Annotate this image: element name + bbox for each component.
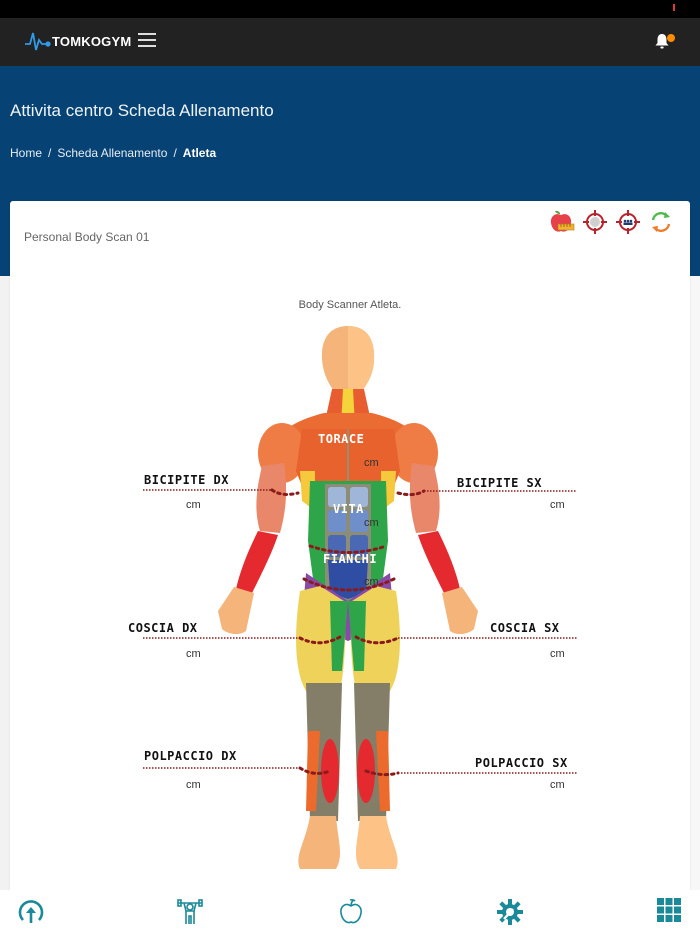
top-navbar: TOMKOGYM (0, 18, 700, 66)
body-scan-card: Personal Body Scan 01 (10, 201, 690, 901)
polpaccio-sx-label: POLPACCIO SX (475, 756, 568, 770)
torace-label: TORACE (318, 432, 365, 446)
coscia-dx-value[interactable]: cm (186, 648, 201, 660)
breadcrumb-atleta: Atleta (182, 146, 217, 160)
nav-progress[interactable] (17, 898, 45, 926)
card-title: Personal Body Scan 01 (24, 230, 150, 244)
settings-wrench-gear-icon (497, 899, 523, 925)
weightlifter-icon (177, 899, 203, 924)
refresh-icon (651, 212, 671, 232)
hamburger-menu-icon[interactable] (138, 33, 156, 49)
refresh-button[interactable] (648, 209, 674, 235)
torace-value[interactable]: cm (364, 457, 379, 469)
fingerprint-target-button[interactable] (582, 209, 608, 235)
body-scanner-label: Body Scanner Atleta. (298, 299, 402, 311)
breadcrumb: Home / Scheda Allenamento / Atleta (10, 146, 216, 160)
group-target-icon (616, 210, 640, 234)
nav-settings[interactable] (496, 898, 524, 926)
app-logo[interactable]: TOMKOGYM (25, 30, 131, 52)
nav-workout[interactable] (176, 898, 204, 926)
card-toolbar (549, 209, 674, 235)
nutrition-measure-button[interactable] (549, 209, 575, 235)
page-gutter-right (690, 276, 700, 890)
fianchi-label: FIANCHI (323, 552, 378, 566)
body-muscle-diagram (143, 326, 577, 869)
bicipite-dx-value[interactable]: cm (186, 499, 201, 511)
breadcrumb-home[interactable]: Home (10, 146, 43, 160)
coscia-sx-value[interactable]: cm (550, 648, 565, 660)
bicipite-sx-label: BICIPITE SX (457, 476, 542, 490)
notifications-button[interactable] (654, 32, 675, 52)
app-name: TOMKOGYM (52, 33, 132, 49)
group-target-button[interactable] (615, 209, 641, 235)
apple-nutrition-icon (340, 898, 362, 924)
vita-label: VITA (333, 502, 364, 516)
polpaccio-sx-value[interactable]: cm (550, 779, 565, 791)
breadcrumb-separator: / (173, 146, 177, 160)
bottom-navigation (0, 890, 700, 934)
fianchi-value[interactable]: cm (364, 576, 379, 588)
heartbeat-pulse-icon (25, 32, 51, 51)
polpaccio-dx-value[interactable]: cm (186, 779, 201, 791)
nav-apps[interactable] (657, 898, 685, 926)
progress-gauge-icon (18, 900, 44, 923)
vita-value[interactable]: cm (364, 517, 379, 529)
nav-nutrition[interactable] (337, 898, 365, 926)
breadcrumb-separator: / (48, 146, 52, 160)
notification-badge (667, 34, 675, 42)
coscia-dx-label: COSCIA DX (128, 621, 198, 635)
bicipite-sx-value[interactable]: cm (550, 499, 565, 511)
nutrition-measure-icon (550, 210, 575, 232)
page-title: Attivita centro Scheda Allenamento (10, 101, 274, 120)
fingerprint-target-icon (583, 210, 607, 234)
page-gutter-left (0, 276, 10, 890)
grid-apps-icon (657, 898, 681, 922)
recording-indicator (673, 4, 675, 11)
bicipite-dx-label: BICIPITE DX (144, 473, 229, 487)
status-bar (0, 0, 700, 18)
bell-icon (655, 34, 669, 49)
polpaccio-dx-label: POLPACCIO DX (144, 749, 237, 763)
coscia-sx-label: COSCIA SX (490, 621, 560, 635)
breadcrumb-scheda-allenamento[interactable]: Scheda Allenamento (57, 146, 168, 160)
